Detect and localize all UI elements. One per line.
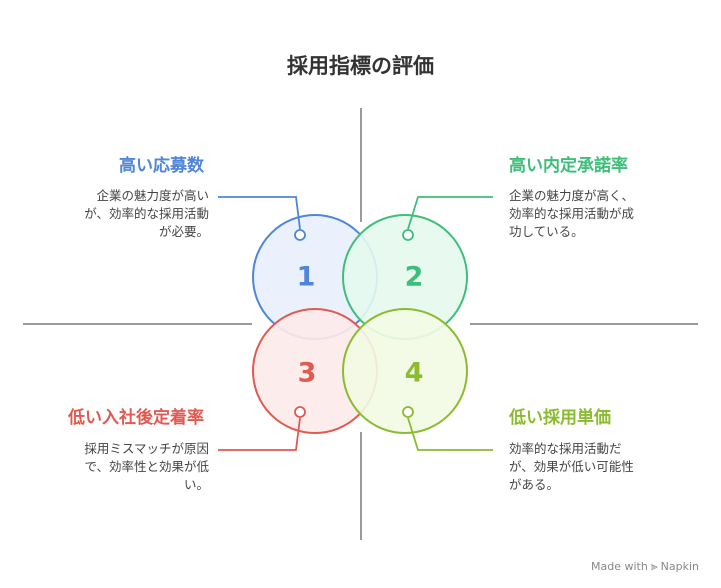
description-q4: 効率的な採用活動だ が、効果が低い可能性 がある。 — [509, 440, 634, 494]
number-q4: 4 — [405, 358, 424, 389]
quadrant-numbers: 1 2 3 4 — [297, 262, 424, 389]
description-q2-line-3: 功している。 — [509, 224, 584, 239]
connector-q2 — [407, 196, 493, 230]
description-q4-line-2: が、効果が低い可能性 — [509, 459, 634, 474]
heading-q2: 高い内定承諾率 — [509, 156, 628, 176]
connector-q4 — [407, 417, 493, 451]
description-q4-line-1: 効率的な採用活動だ — [509, 441, 622, 456]
connector-dot-q2 — [402, 229, 414, 241]
description-q1-line-3: が必要。 — [158, 224, 209, 239]
description-q3-line-2: で、効率性と効果が低 — [84, 459, 209, 474]
number-q2: 2 — [405, 262, 424, 293]
quadrant-axes — [23, 108, 698, 540]
heading-q4: 低い採用単価 — [509, 408, 611, 428]
connector-dot-q4 — [402, 406, 414, 418]
napkin-brand: Napkin — [660, 560, 699, 573]
description-q1: 企業の魅力度が高い が、効率的な採用活動 が必要。 — [84, 187, 209, 241]
connector-q3 — [218, 417, 301, 451]
description-q3: 採用ミスマッチが原因 で、効率性と効果が低 い。 — [84, 440, 209, 494]
circle-q4 — [342, 308, 468, 434]
connector-q1 — [218, 196, 301, 230]
connector-dot-q1 — [294, 229, 306, 241]
description-q2: 企業の魅力度が高く、 効率的な採用活動が成 功している。 — [509, 187, 634, 241]
description-q1-line-1: 企業の魅力度が高い — [96, 188, 209, 203]
description-q4-line-3: がある。 — [509, 477, 560, 492]
heading-q3: 低い入社後定着率 — [68, 408, 204, 428]
number-q1: 1 — [297, 262, 316, 293]
venn-circles — [252, 214, 468, 434]
made-with-label: Made with — [591, 560, 648, 573]
description-q3-line-1: 採用ミスマッチが原因 — [84, 441, 209, 456]
description-q2-line-2: 効率的な採用活動が成 — [509, 206, 635, 221]
page-title: 採用指標の評価 — [287, 54, 434, 78]
made-with-footer[interactable]: Made with ⫸ Napkin — [591, 559, 699, 574]
heading-q1: 高い応募数 — [119, 156, 204, 176]
connector-lines — [218, 196, 493, 451]
connector-dot-q3 — [294, 406, 306, 418]
description-q1-line-2: が、効率的な採用活動 — [84, 206, 209, 221]
number-q3: 3 — [298, 358, 317, 389]
description-q2-line-1: 企業の魅力度が高く、 — [509, 188, 635, 203]
napkin-logo-icon: ⫸ — [650, 559, 658, 573]
description-q3-line-3: い。 — [183, 477, 209, 492]
